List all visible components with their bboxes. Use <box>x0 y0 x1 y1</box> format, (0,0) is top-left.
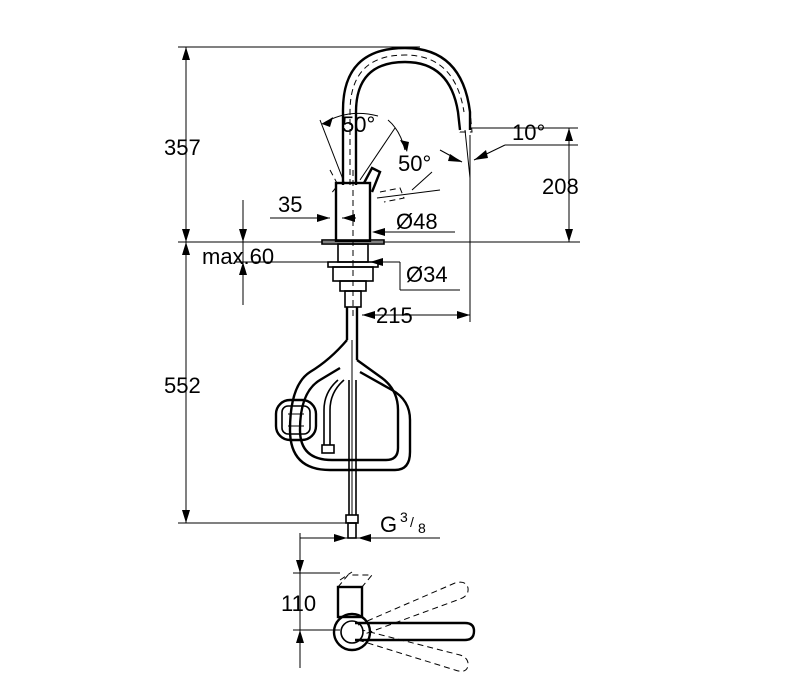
dim-34-label: Ø34 <box>406 262 448 287</box>
faucet-side-view <box>274 46 473 539</box>
dimension-lines <box>178 46 580 668</box>
dim-110-label: 110 <box>281 591 316 616</box>
angle-lever-back-label: 50° <box>398 151 431 176</box>
thread-slash-label: / <box>410 514 414 530</box>
dim-max60-label: max.60 <box>202 244 274 269</box>
dim-208-label: 208 <box>542 174 579 199</box>
dim-357-label: 357 <box>164 135 201 160</box>
thread-denominator-label: 8 <box>418 520 426 536</box>
dim-48-label: Ø48 <box>396 209 438 234</box>
thread-g-label: G <box>380 512 397 537</box>
dim-215-label: 215 <box>376 303 413 328</box>
faucet-plan-view <box>332 571 476 672</box>
dim-35-label: 35 <box>278 192 302 217</box>
dim-552-label: 552 <box>164 373 201 398</box>
angle-lever-forward-label: 50° <box>342 112 375 137</box>
dimension-labels: 357 552 208 35 Ø48 max.60 Ø34 215 110 50… <box>164 112 579 616</box>
angle-spray-label: 10° <box>512 120 545 145</box>
thread-numerator-label: 3 <box>400 509 408 525</box>
